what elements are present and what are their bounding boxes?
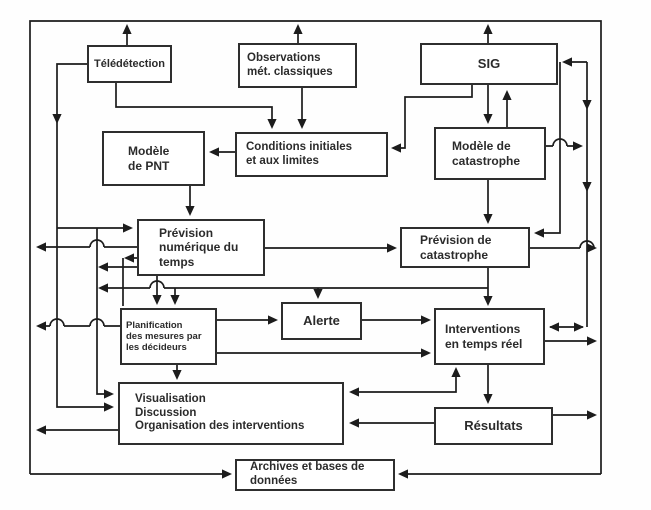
box-teledetection-label: Télédétection xyxy=(94,57,165,70)
box-modele-pnt: Modèle de PNT xyxy=(102,131,205,186)
box-sig-label: SIG xyxy=(477,56,501,72)
box-planification: Planification des mesures par les décide… xyxy=(120,308,217,365)
mid-collector xyxy=(96,228,110,395)
box-resultats-label: Résultats xyxy=(464,418,523,434)
interventions-visualisation-link xyxy=(352,369,457,393)
long-bus xyxy=(101,280,488,289)
box-prevision-numerique-label: Prévision numérique du temps xyxy=(159,226,239,269)
box-modele-pnt-label: Modèle de PNT xyxy=(128,144,170,173)
box-observations: Observations mét. classiques xyxy=(238,43,357,88)
box-planification-label: Planification des mesures par les décide… xyxy=(126,319,202,354)
sig-drop-560 xyxy=(537,62,561,234)
prevnum-to-planif-elbow xyxy=(122,257,137,306)
box-observations-label: Observations mét. classiques xyxy=(247,51,333,78)
box-teledetection: Télédétection xyxy=(87,45,172,83)
box-archives: Archives et bases de données xyxy=(235,459,395,491)
box-prevision-catastrophe: Prévision de catastrophe xyxy=(400,227,530,268)
box-visualisation: Visualisation Discussion Organisation de… xyxy=(118,382,344,445)
teledetection-to-conditions xyxy=(115,83,273,126)
outer-border xyxy=(29,20,602,474)
teledetection-left-drop xyxy=(56,63,110,408)
box-conditions: Conditions initiales et aux limites xyxy=(235,132,388,177)
box-conditions-label: Conditions initiales et aux limites xyxy=(246,140,353,167)
box-modele-catastrophe: Modèle de catastrophe xyxy=(434,127,546,180)
box-prevision-numerique: Prévision numérique du temps xyxy=(137,219,265,276)
planif-to-border xyxy=(40,318,120,327)
box-sig: SIG xyxy=(420,43,558,85)
box-alerte-label: Alerte xyxy=(303,313,340,329)
box-archives-label: Archives et bases de données xyxy=(250,461,365,487)
box-alerte: Alerte xyxy=(281,302,362,340)
previsioncat-to-border xyxy=(530,240,595,249)
sig-to-conditions xyxy=(394,85,473,149)
box-visualisation-label: Visualisation Discussion Organisation de… xyxy=(135,393,305,433)
box-modele-catastrophe-label: Modèle de catastrophe xyxy=(452,139,521,168)
box-interventions: Interventions en temps réel xyxy=(434,308,545,365)
prevnum-to-border xyxy=(40,239,137,248)
box-prevision-catastrophe-label: Prévision de catastrophe xyxy=(420,233,492,262)
box-interventions-label: Interventions en temps réel xyxy=(445,322,523,351)
box-resultats: Résultats xyxy=(434,407,553,445)
